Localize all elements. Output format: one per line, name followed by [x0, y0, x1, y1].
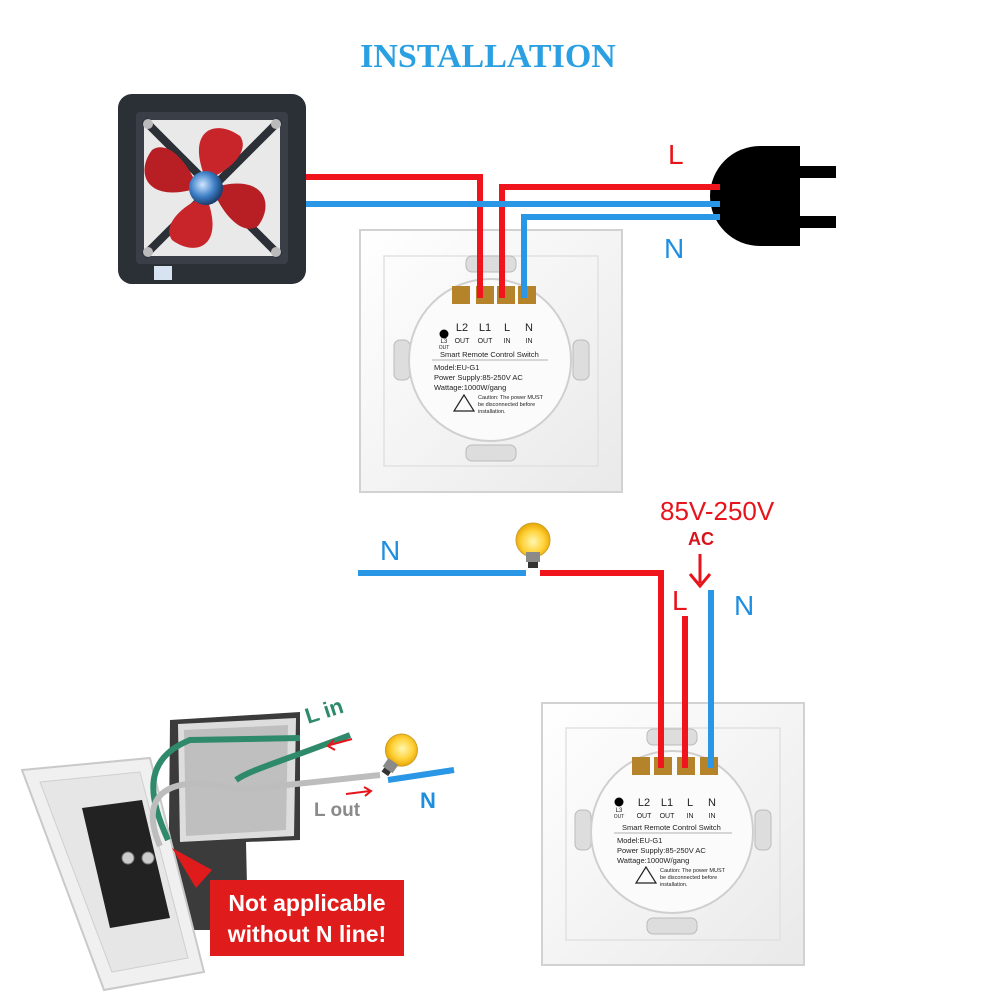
page-title: INSTALLATION: [360, 38, 616, 75]
module-caution-2: be disconnected before: [660, 875, 717, 881]
terminal-label-l2: L2: [638, 797, 650, 809]
label-voltage: 85V-250V: [660, 496, 775, 526]
module-heading: Smart Remote Control Switch: [440, 350, 539, 359]
terminal-sub-l1: OUT: [660, 813, 676, 820]
terminal-sub-l: IN: [687, 813, 694, 820]
terminal-sub-l2: OUT: [455, 338, 471, 345]
module-heading: Smart Remote Control Switch: [622, 823, 721, 832]
neutral-wire-switch: [521, 214, 720, 298]
terminal-label-n: N: [525, 322, 533, 334]
label-photo-l-out: L out: [314, 800, 361, 821]
warning-callout: Not applicable without N line!: [172, 848, 404, 956]
exhaust-fan-icon: [118, 94, 306, 284]
terminal-sub-n: IN: [709, 813, 716, 820]
wall-box-photo: [20, 712, 455, 992]
label-top-l: L: [668, 139, 684, 170]
terminal-label-l1: L1: [661, 797, 673, 809]
label-bottom-l: L: [672, 585, 688, 616]
terminal-label-l1: L1: [479, 322, 491, 334]
terminal-sub-l3: OUT: [614, 814, 625, 820]
module-wattage: Wattage:1000W/gang: [617, 856, 689, 865]
neutral-photo-wire: [387, 767, 455, 783]
label-top-n: N: [664, 233, 684, 264]
live-wire-supply: [499, 184, 720, 298]
top-wiring: [306, 174, 720, 298]
arrow-right-icon: [345, 786, 373, 797]
terminal-sub-l1: OUT: [478, 338, 494, 345]
label-ac: AC: [688, 529, 714, 549]
module-caution-1: Caution: The power MUST: [478, 395, 544, 401]
module-wattage: Wattage:1000W/gang: [434, 383, 506, 392]
module-caution-1: Caution: The power MUST: [660, 868, 726, 874]
switched-live-wire: [540, 570, 664, 768]
terminal-screws: [452, 286, 536, 304]
module-model: Model:EU-G1: [434, 363, 479, 372]
terminal-sub-l3: OUT: [439, 345, 450, 351]
label-photo-n: N: [420, 788, 436, 813]
arrow-left-icon: [326, 738, 353, 751]
module-caution-3: installation.: [660, 882, 688, 888]
label-bottom-n-right: N: [734, 590, 754, 621]
terminal-sub-n: IN: [526, 338, 533, 345]
module-caution-3: installation.: [478, 409, 506, 415]
terminal-label-l3: L3: [441, 339, 448, 345]
terminal-sub-l: IN: [504, 338, 511, 345]
terminal-label-n: N: [708, 797, 716, 809]
callout-line-2: without N line!: [227, 921, 386, 947]
power-plug-icon: [710, 146, 836, 246]
callout-line-1: Not applicable: [228, 890, 385, 916]
terminal-label-l: L: [687, 797, 693, 809]
light-bulb-icon: [515, 522, 551, 568]
bottom-switch-plate: L3 OUT L2 OUT L1 OUT L IN N IN Smart Rem…: [541, 702, 805, 966]
top-switch-plate: L3 OUT L2 OUT L1 OUT L IN N IN Smart Rem…: [359, 229, 623, 493]
terminal-label-l: L: [504, 322, 510, 334]
down-arrow-icon: [688, 554, 712, 589]
live-in-photo-wire: [150, 735, 301, 842]
bottom-wiring: [358, 570, 714, 768]
label-photo-l-in: L in: [302, 693, 347, 729]
terminal-label-l2: L2: [456, 322, 468, 334]
module-power: Power Supply:85-250V AC: [617, 846, 706, 855]
module-power: Power Supply:85-250V AC: [434, 373, 523, 382]
label-bottom-n-left: N: [380, 535, 400, 566]
terminal-sub-l2: OUT: [637, 813, 653, 820]
warning-icon: [452, 393, 476, 412]
module-caution-2: be disconnected before: [478, 402, 535, 408]
live-out-photo-wire: [149, 772, 381, 848]
terminal-label-l3: L3: [616, 808, 623, 814]
live-wire-top: [306, 174, 483, 298]
warning-icon: [634, 865, 658, 884]
module-model: Model:EU-G1: [617, 836, 662, 845]
light-bulb-icon: [381, 733, 418, 777]
